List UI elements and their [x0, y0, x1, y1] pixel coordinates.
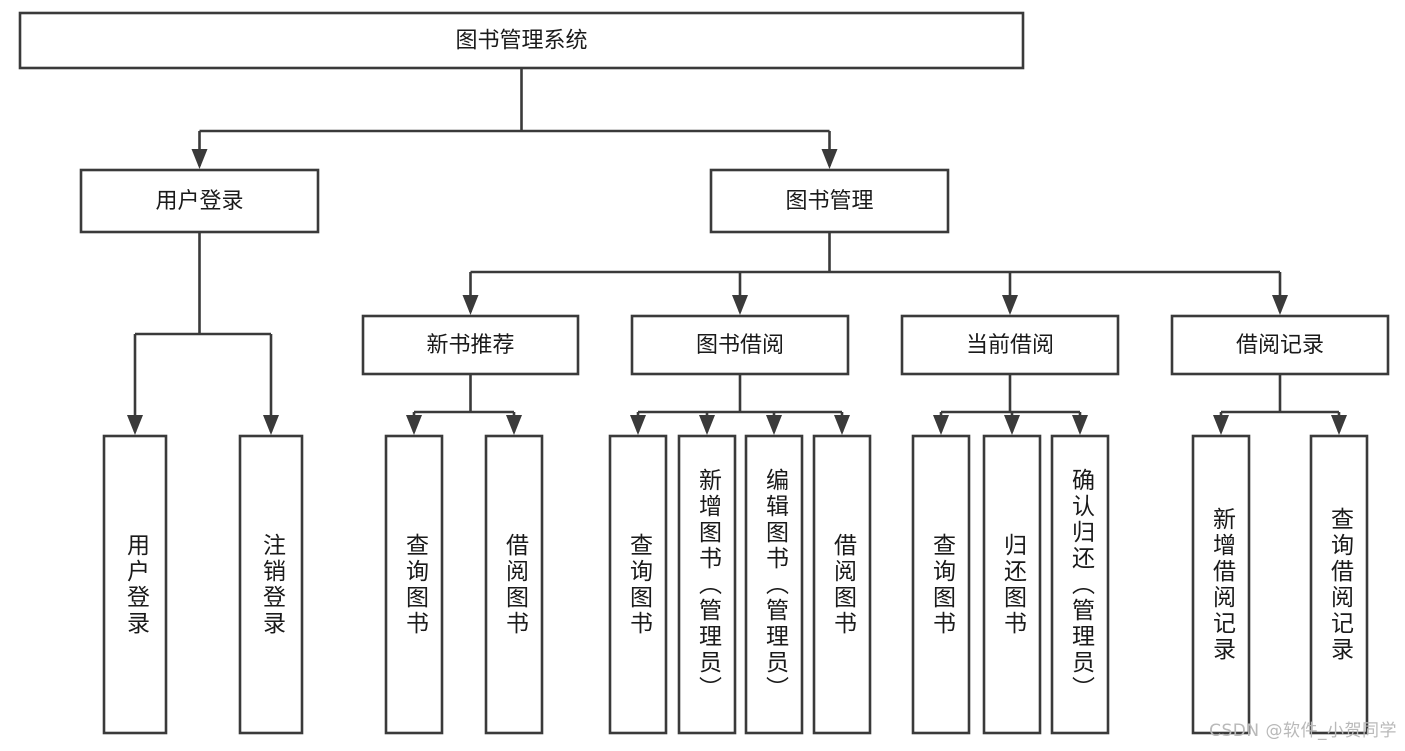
node-l2-0[interactable]: 用户登录 [79, 168, 320, 234]
arrowhead-icon [933, 415, 949, 435]
arrowhead-icon [406, 415, 422, 435]
node-leaf-1-box [238, 434, 304, 735]
node-leaf-12-box [1309, 434, 1369, 735]
arrowhead-icon [506, 415, 522, 435]
node-leaf-4[interactable] [608, 434, 668, 735]
node-leaf-10-box [1050, 434, 1110, 735]
arrowhead-icon [1331, 415, 1347, 435]
node-leaf-5-box [677, 434, 737, 735]
node-leaf-9[interactable] [982, 434, 1042, 735]
node-l3-1[interactable]: 图书借阅 [630, 314, 850, 376]
node-l3-2[interactable]: 当前借阅 [900, 314, 1120, 376]
node-leaf-8[interactable] [911, 434, 971, 735]
arrowhead-icon [1004, 415, 1020, 435]
node-leaf-7[interactable] [812, 434, 872, 735]
node-l2-0-box [79, 168, 320, 234]
node-leaf-11[interactable] [1191, 434, 1251, 735]
node-l3-0-label: 新书推荐 [426, 333, 514, 358]
arrowhead-icon [630, 415, 646, 435]
node-leaf-3-box [484, 434, 544, 735]
csdn-watermark: CSDN @软件_小贺同学 [1209, 721, 1397, 741]
node-l2-0-label: 用户登录 [155, 189, 243, 214]
node-leaf-0[interactable] [102, 434, 168, 735]
node-root-label: 图书管理系统 [455, 29, 587, 54]
node-leaf-2[interactable] [384, 434, 444, 735]
node-leaf-11-box [1191, 434, 1251, 735]
node-leaf-3[interactable] [484, 434, 544, 735]
node-leaf-6[interactable] [744, 434, 804, 735]
arrowhead-icon [1272, 295, 1288, 315]
node-leaf-5[interactable] [677, 434, 737, 735]
node-l3-3-label: 借阅记录 [1236, 333, 1324, 358]
node-l3-2-label: 当前借阅 [966, 333, 1054, 358]
arrowhead-icon [732, 295, 748, 315]
node-root-box [18, 11, 1025, 70]
node-leaf-2-box [384, 434, 444, 735]
node-leaf-12[interactable] [1309, 434, 1369, 735]
arrowhead-icon [1002, 295, 1018, 315]
arrowhead-icon [263, 415, 279, 435]
node-leaf-7-box [812, 434, 872, 735]
node-l3-3[interactable]: 借阅记录 [1170, 314, 1390, 376]
arrowhead-icon [821, 149, 838, 169]
node-leaf-9-box [982, 434, 1042, 735]
node-leaf-0-box [102, 434, 168, 735]
node-leaf-4-box [608, 434, 668, 735]
node-l3-0[interactable]: 新书推荐 [361, 314, 580, 376]
arrowhead-icon [834, 415, 850, 435]
node-l3-2-box [900, 314, 1120, 376]
arrowhead-icon [699, 415, 715, 435]
arrowhead-icon [191, 149, 208, 169]
node-leaf-8-box [911, 434, 971, 735]
node-leaf-10[interactable] [1050, 434, 1110, 735]
node-l3-1-label: 图书借阅 [696, 333, 784, 358]
arrowhead-icon [766, 415, 782, 435]
arrowhead-icon [1213, 415, 1229, 435]
node-leaf-1[interactable] [238, 434, 304, 735]
node-l2-1[interactable]: 图书管理 [709, 168, 950, 234]
arrowhead-icon [127, 415, 143, 435]
arrowhead-icon [1072, 415, 1088, 435]
node-l2-1-label: 图书管理 [785, 189, 873, 214]
node-root[interactable]: 图书管理系统 [18, 11, 1025, 70]
node-leaf-6-box [744, 434, 804, 735]
arrowhead-icon [462, 295, 479, 315]
node-l3-0-box [361, 314, 580, 376]
